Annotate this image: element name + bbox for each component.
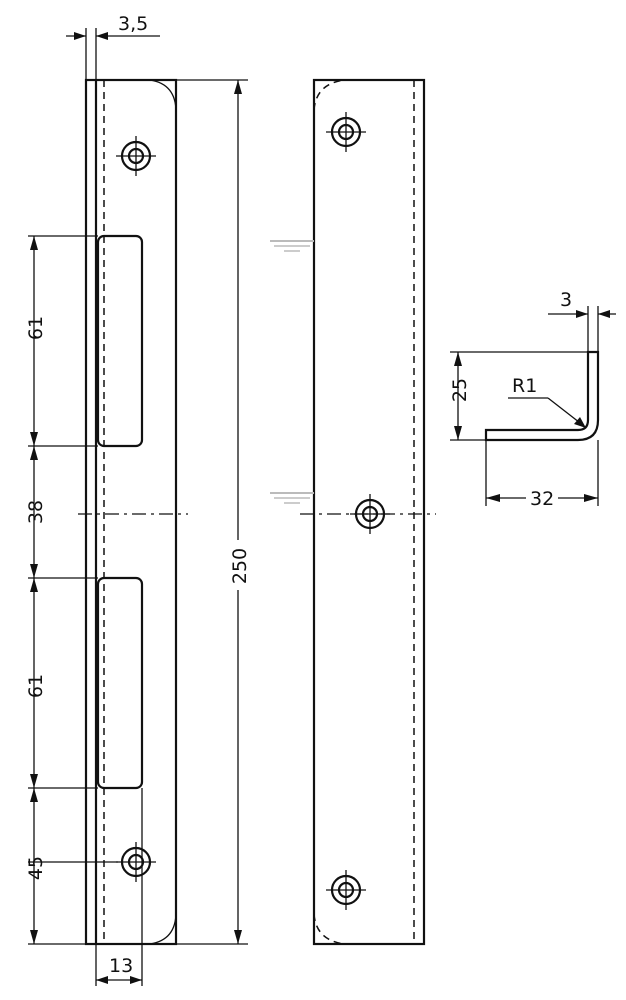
front-view-outline (84, 78, 178, 946)
dim-width: 13 (109, 955, 133, 977)
dim-profile-height: 25 (449, 378, 471, 402)
dim-total-length: 250 (229, 548, 251, 584)
stamp-mark-middle (270, 492, 314, 504)
dim-profile-thickness: 3 (560, 289, 572, 311)
dim-slot-length-top: 61 (25, 316, 47, 340)
profile-height-dimension (450, 351, 588, 441)
dim-bend-radius: R1 (512, 375, 537, 397)
back-view (270, 78, 436, 946)
back-view-corner-bottom (313, 913, 345, 945)
profile-view: 3 25 R1 32 (449, 289, 616, 510)
bend-radius-leader (508, 397, 586, 428)
left-dimension-chain (28, 235, 118, 945)
width-dimension (95, 788, 143, 986)
front-view (78, 78, 188, 946)
front-view-slot-top (96, 234, 144, 448)
thickness-dimension (66, 28, 160, 80)
dim-slot-length-bottom: 61 (25, 674, 47, 698)
back-view-corner-top (313, 79, 345, 111)
profile-thickness-dimension (548, 306, 616, 352)
front-view-corner-bottom (149, 911, 177, 945)
dim-thickness: 3,5 (118, 13, 148, 35)
profile-outline (484, 350, 600, 442)
dim-hole-offset: 45 (25, 856, 47, 880)
back-view-screw-hole-top (326, 112, 366, 152)
front-view-slot-bottom (96, 576, 144, 790)
back-view-outline (312, 78, 426, 946)
back-view-screw-hole-bottom (326, 870, 366, 910)
stamp-mark-top (270, 240, 314, 252)
dim-profile-width: 32 (530, 488, 554, 510)
front-view-screw-hole-top (116, 136, 156, 176)
front-view-screw-hole-bottom (116, 842, 156, 882)
dim-slot-spacing: 38 (25, 500, 47, 524)
total-length-dimension (176, 79, 248, 945)
front-view-corner-top (149, 79, 177, 113)
